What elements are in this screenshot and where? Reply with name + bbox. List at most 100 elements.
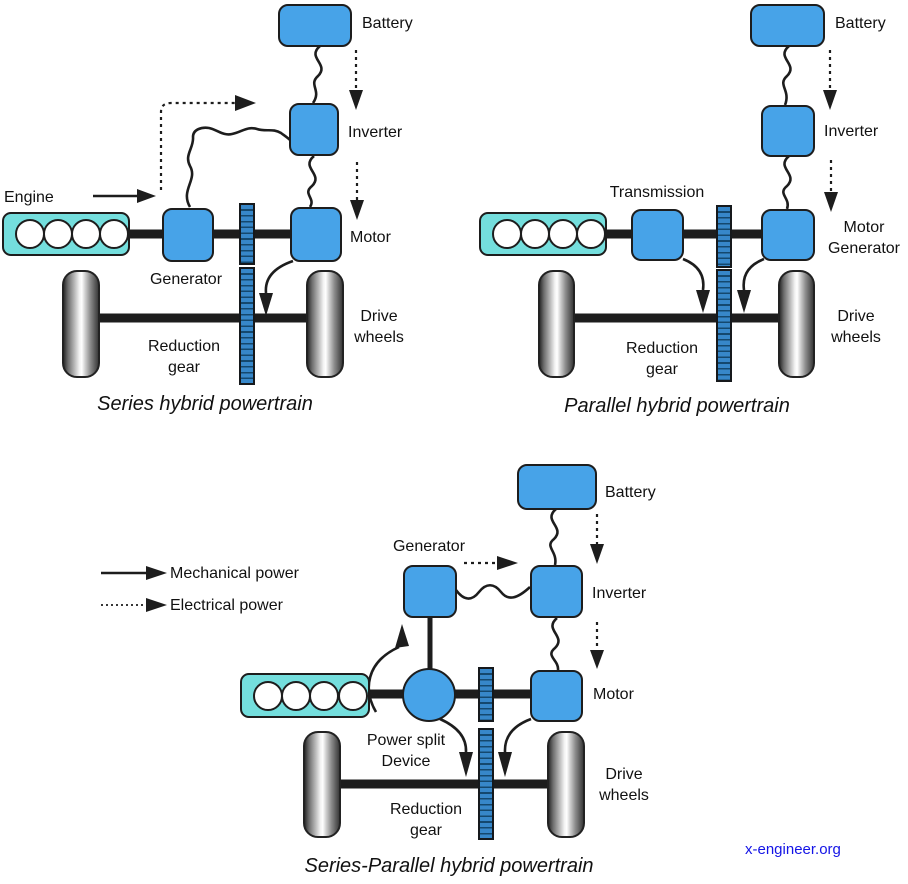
series-inverter-motor-wire [307, 155, 317, 208]
sp-electrical-arrowhead-2 [590, 650, 604, 669]
series-engine-block [2, 212, 130, 256]
series-generator-label: Generator [149, 271, 223, 288]
series-motor-axle-arrowhead [259, 293, 273, 316]
legend-electrical-arrowhead [146, 598, 167, 612]
parallel-battery-inverter-wire [782, 45, 792, 106]
series-motor-box [290, 207, 342, 262]
engine-cylinder [99, 219, 129, 249]
legend-mechanical-arrowhead [146, 566, 167, 580]
series-electrical-arrowhead-2 [350, 200, 364, 220]
sp-inverter-label: Inverter [592, 585, 647, 602]
legend-mechanical-label: Mechanical power [170, 565, 299, 582]
series-inverter-box [289, 103, 339, 156]
series-caption: Series hybrid powertrain [97, 393, 313, 415]
series-reduction-gear [239, 267, 255, 385]
sp-caption: Series-Parallel hybrid powertrain [304, 855, 594, 877]
series-engine-label: Engine [4, 189, 54, 206]
parallel-motor-generator-label: Motor Generator [827, 219, 901, 257]
sp-left-wheel [303, 731, 341, 838]
sp-engine-block [240, 673, 370, 718]
parallel-motorgen-axle-arrowhead [737, 290, 751, 313]
sp-battery-inverter-wire [549, 508, 559, 566]
watermark-link[interactable]: x-engineer.org [745, 841, 841, 858]
parallel-caption: Parallel hybrid powertrain [564, 395, 790, 417]
parallel-battery-label: Battery [835, 15, 886, 32]
sp-motor-box [530, 670, 583, 722]
series-reduction-gear-label: Reduction gear [147, 338, 221, 376]
sp-right-wheel [547, 731, 585, 838]
sp-reduction-gear-label: Reduction gear [389, 801, 463, 839]
series-parallel-connectors [318, 508, 604, 789]
series-motor-label: Motor [350, 229, 391, 246]
sp-gear-upper [478, 667, 494, 722]
sp-generator-electrical-arrowhead [497, 556, 518, 570]
sp-electrical-arrowhead-1 [590, 544, 604, 564]
series-left-wheel [62, 270, 100, 378]
series-inverter-label: Inverter [348, 124, 403, 141]
parallel-drive-wheels-label: Drive wheels [831, 308, 881, 346]
series-connectors [80, 45, 364, 323]
parallel-transmission-box [631, 209, 684, 261]
parallel-electrical-arrowhead-1 [823, 90, 837, 110]
legend-symbols [101, 566, 167, 612]
engine-cylinder [338, 680, 368, 711]
parallel-transmission-axle-arrow [682, 257, 705, 291]
parallel-motorgen-axle-arrow [742, 257, 765, 291]
sp-power-split-label: Power split Device [366, 732, 446, 770]
sp-reduction-gear [478, 728, 494, 840]
engine-cylinder [71, 219, 101, 249]
parallel-motorgen-box [761, 209, 815, 261]
engine-cylinder [520, 219, 550, 249]
sp-battery-label: Battery [605, 484, 656, 501]
series-generator-electrical-arrowhead [235, 95, 256, 111]
parallel-reduction-gear-label: Reduction gear [625, 340, 699, 378]
sp-battery-box [517, 464, 597, 510]
series-gear-upper [239, 203, 255, 265]
series-generator-electrical-elbow [159, 101, 235, 190]
sp-powersplit-axle-arrowhead [459, 752, 473, 777]
engine-cylinder [576, 219, 606, 249]
series-battery-label: Battery [362, 15, 413, 32]
series-right-wheel [306, 270, 344, 378]
series-battery-box [278, 4, 352, 47]
series-engine-arrowhead [137, 189, 156, 203]
series-generator-inverter-wire [185, 126, 291, 208]
parallel-connectors [552, 45, 838, 323]
parallel-transmission-axle-arrowhead [696, 290, 710, 313]
parallel-transmission-label: Transmission [609, 184, 705, 201]
engine-cylinder [43, 219, 73, 249]
parallel-inverter-label: Inverter [824, 123, 879, 140]
sp-motor-axle-arrow [503, 717, 532, 753]
parallel-engine-block [479, 212, 607, 256]
parallel-battery-box [750, 4, 825, 47]
engine-cylinder [309, 680, 339, 711]
sp-generator-box [403, 565, 457, 618]
parallel-inverter-box [761, 105, 815, 157]
series-battery-inverter-wire [311, 45, 323, 104]
parallel-inverter-motorgen-wire [782, 155, 792, 210]
sp-inverter-box [530, 565, 583, 618]
engine-cylinder [281, 680, 311, 711]
legend-electrical-label: Electrical power [170, 597, 283, 614]
sp-inverter-motor-wire [550, 617, 560, 671]
sp-power-split-device [402, 668, 456, 722]
engine-cylinder [253, 680, 283, 711]
sp-motor-label: Motor [593, 686, 634, 703]
sp-generator-inverter-wire [454, 583, 531, 600]
parallel-reduction-gear [716, 269, 732, 382]
sp-generator-label: Generator [392, 538, 466, 555]
sp-drive-wheels-label: Drive wheels [599, 766, 649, 804]
sp-powersplit-generator-arrow [367, 645, 400, 713]
series-drive-wheels-label: Drive wheels [354, 308, 404, 346]
engine-cylinder [15, 219, 45, 249]
parallel-left-wheel [538, 270, 575, 378]
sp-powersplit-axle-arrow [439, 717, 468, 753]
sp-motor-axle-arrowhead [498, 752, 512, 777]
engine-cylinder [492, 219, 522, 249]
parallel-electrical-arrowhead-2 [824, 192, 838, 212]
parallel-gear-upper [716, 205, 732, 268]
series-electrical-arrowhead-1 [349, 90, 363, 110]
sp-powersplit-generator-arrowhead [395, 624, 409, 648]
